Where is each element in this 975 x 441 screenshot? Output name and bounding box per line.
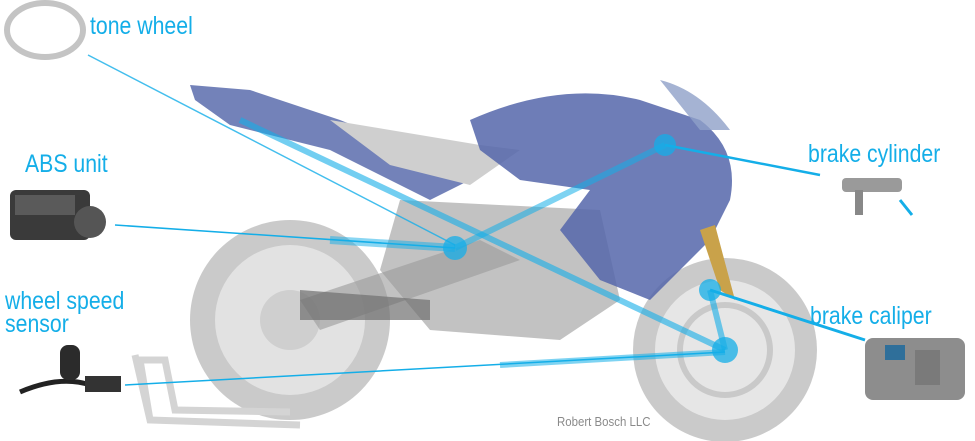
windscreen: [660, 80, 730, 130]
label-wheel-speed-sensor-line1: wheel speed: [5, 287, 125, 315]
tail-fairing: [190, 85, 470, 200]
label-tone-wheel: tone wheel: [90, 12, 193, 40]
brake-caliper-icon: [865, 338, 965, 400]
tone-wheel-icon: [4, 0, 86, 60]
front-fork: [700, 225, 735, 300]
label-abs-unit: ABS unit: [25, 150, 108, 178]
connection-nodes: [443, 134, 738, 363]
rear-wheel: [190, 220, 390, 420]
image-credit: Robert Bosch LLC: [557, 414, 651, 429]
paddock-stand: [131, 354, 301, 429]
abs-unit-icon: [10, 190, 106, 240]
label-brake-cylinder: brake cylinder: [808, 140, 941, 168]
brake-cylinder-icon: [842, 178, 914, 216]
wheel-speed-sensor-icon: [19, 345, 121, 395]
label-brake-caliper: brake caliper: [810, 302, 932, 330]
engine: [380, 200, 620, 340]
label-wheel-speed-sensor-line2: sensor: [5, 310, 69, 338]
seat: [330, 120, 520, 185]
exhaust: [300, 290, 430, 320]
